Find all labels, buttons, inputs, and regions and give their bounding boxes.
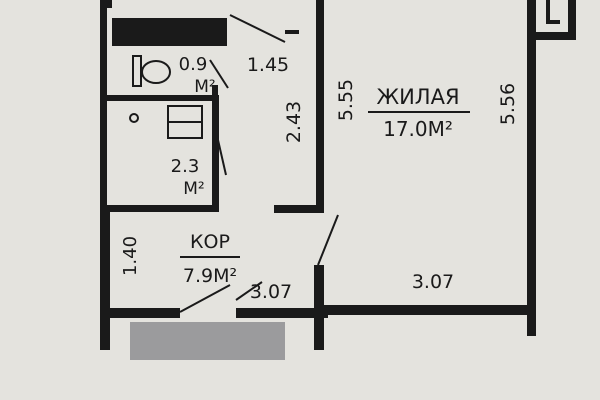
balcony-side-wall xyxy=(568,0,576,40)
dimension-living-right: 5.56 xyxy=(497,83,519,125)
doors xyxy=(179,14,470,313)
walls xyxy=(100,0,576,350)
bath-door-leaf xyxy=(217,139,227,176)
dimension-hall-width: 1.45 xyxy=(247,54,289,76)
entry-door-leaf xyxy=(229,14,286,43)
living-left-pier xyxy=(314,265,324,350)
toilet-bath-partition xyxy=(107,95,219,101)
bathroom-inner-wall xyxy=(212,101,219,212)
living-door-leaf xyxy=(317,214,339,266)
hall-bottom-stub xyxy=(274,205,324,213)
dimension-living-width: 3.07 xyxy=(412,271,454,293)
fixtures xyxy=(129,55,203,139)
dimension-hall-depth: 2.43 xyxy=(283,101,305,143)
window-frame-a xyxy=(546,0,550,24)
drain-icon xyxy=(129,113,139,123)
corridor-name: КОР xyxy=(190,231,230,253)
toilet-area-value: 0.9 xyxy=(179,54,208,75)
dimension-corridor-width: 3.07 xyxy=(250,281,292,303)
toilet-door-jamb xyxy=(212,85,218,97)
bathroom-outer-wall xyxy=(100,0,107,212)
bathroom-top-wall xyxy=(112,18,227,46)
dimension-corridor-height: 1.40 xyxy=(120,236,141,276)
toilet-door-leaf xyxy=(209,59,229,89)
corridor-area: 7.9М² xyxy=(183,265,237,287)
corridor-area-unit: М² xyxy=(213,265,237,287)
corridor-area-value: 7.9 xyxy=(183,265,213,287)
redacted-block xyxy=(130,322,285,360)
bathroom-area-unit: М² xyxy=(183,179,204,199)
dimension-living-left: 5.55 xyxy=(335,79,357,121)
balcony-wall xyxy=(536,32,576,40)
bathroom-bottom-wall xyxy=(107,205,219,212)
living-area-unit: М² xyxy=(428,117,453,141)
entry-door-jamb xyxy=(285,30,299,34)
bathroom-area-value: 2.3 xyxy=(171,156,200,177)
bath-door-jamb xyxy=(212,168,218,198)
living-area-value: 17.0 xyxy=(383,117,428,141)
living-room-name: ЖИЛАЯ xyxy=(376,85,459,109)
living-room-area: 17.0М² xyxy=(383,117,453,141)
toilet-bowl-icon xyxy=(141,60,171,84)
corridor-bottom-mid-wall xyxy=(236,308,328,318)
toilet-area-unit: М² xyxy=(194,77,215,97)
front-door-leaf xyxy=(179,284,231,313)
living-bottom-wall xyxy=(324,305,529,315)
corridor-bottom-left-wall xyxy=(100,308,180,318)
front-door-leaf-2 xyxy=(235,281,263,301)
living-right-wall xyxy=(527,0,536,336)
toilet-cistern-icon xyxy=(132,55,142,87)
window-frame-b xyxy=(550,20,560,24)
hall-right-wall xyxy=(316,0,324,212)
corridor-left-wall xyxy=(100,212,110,350)
